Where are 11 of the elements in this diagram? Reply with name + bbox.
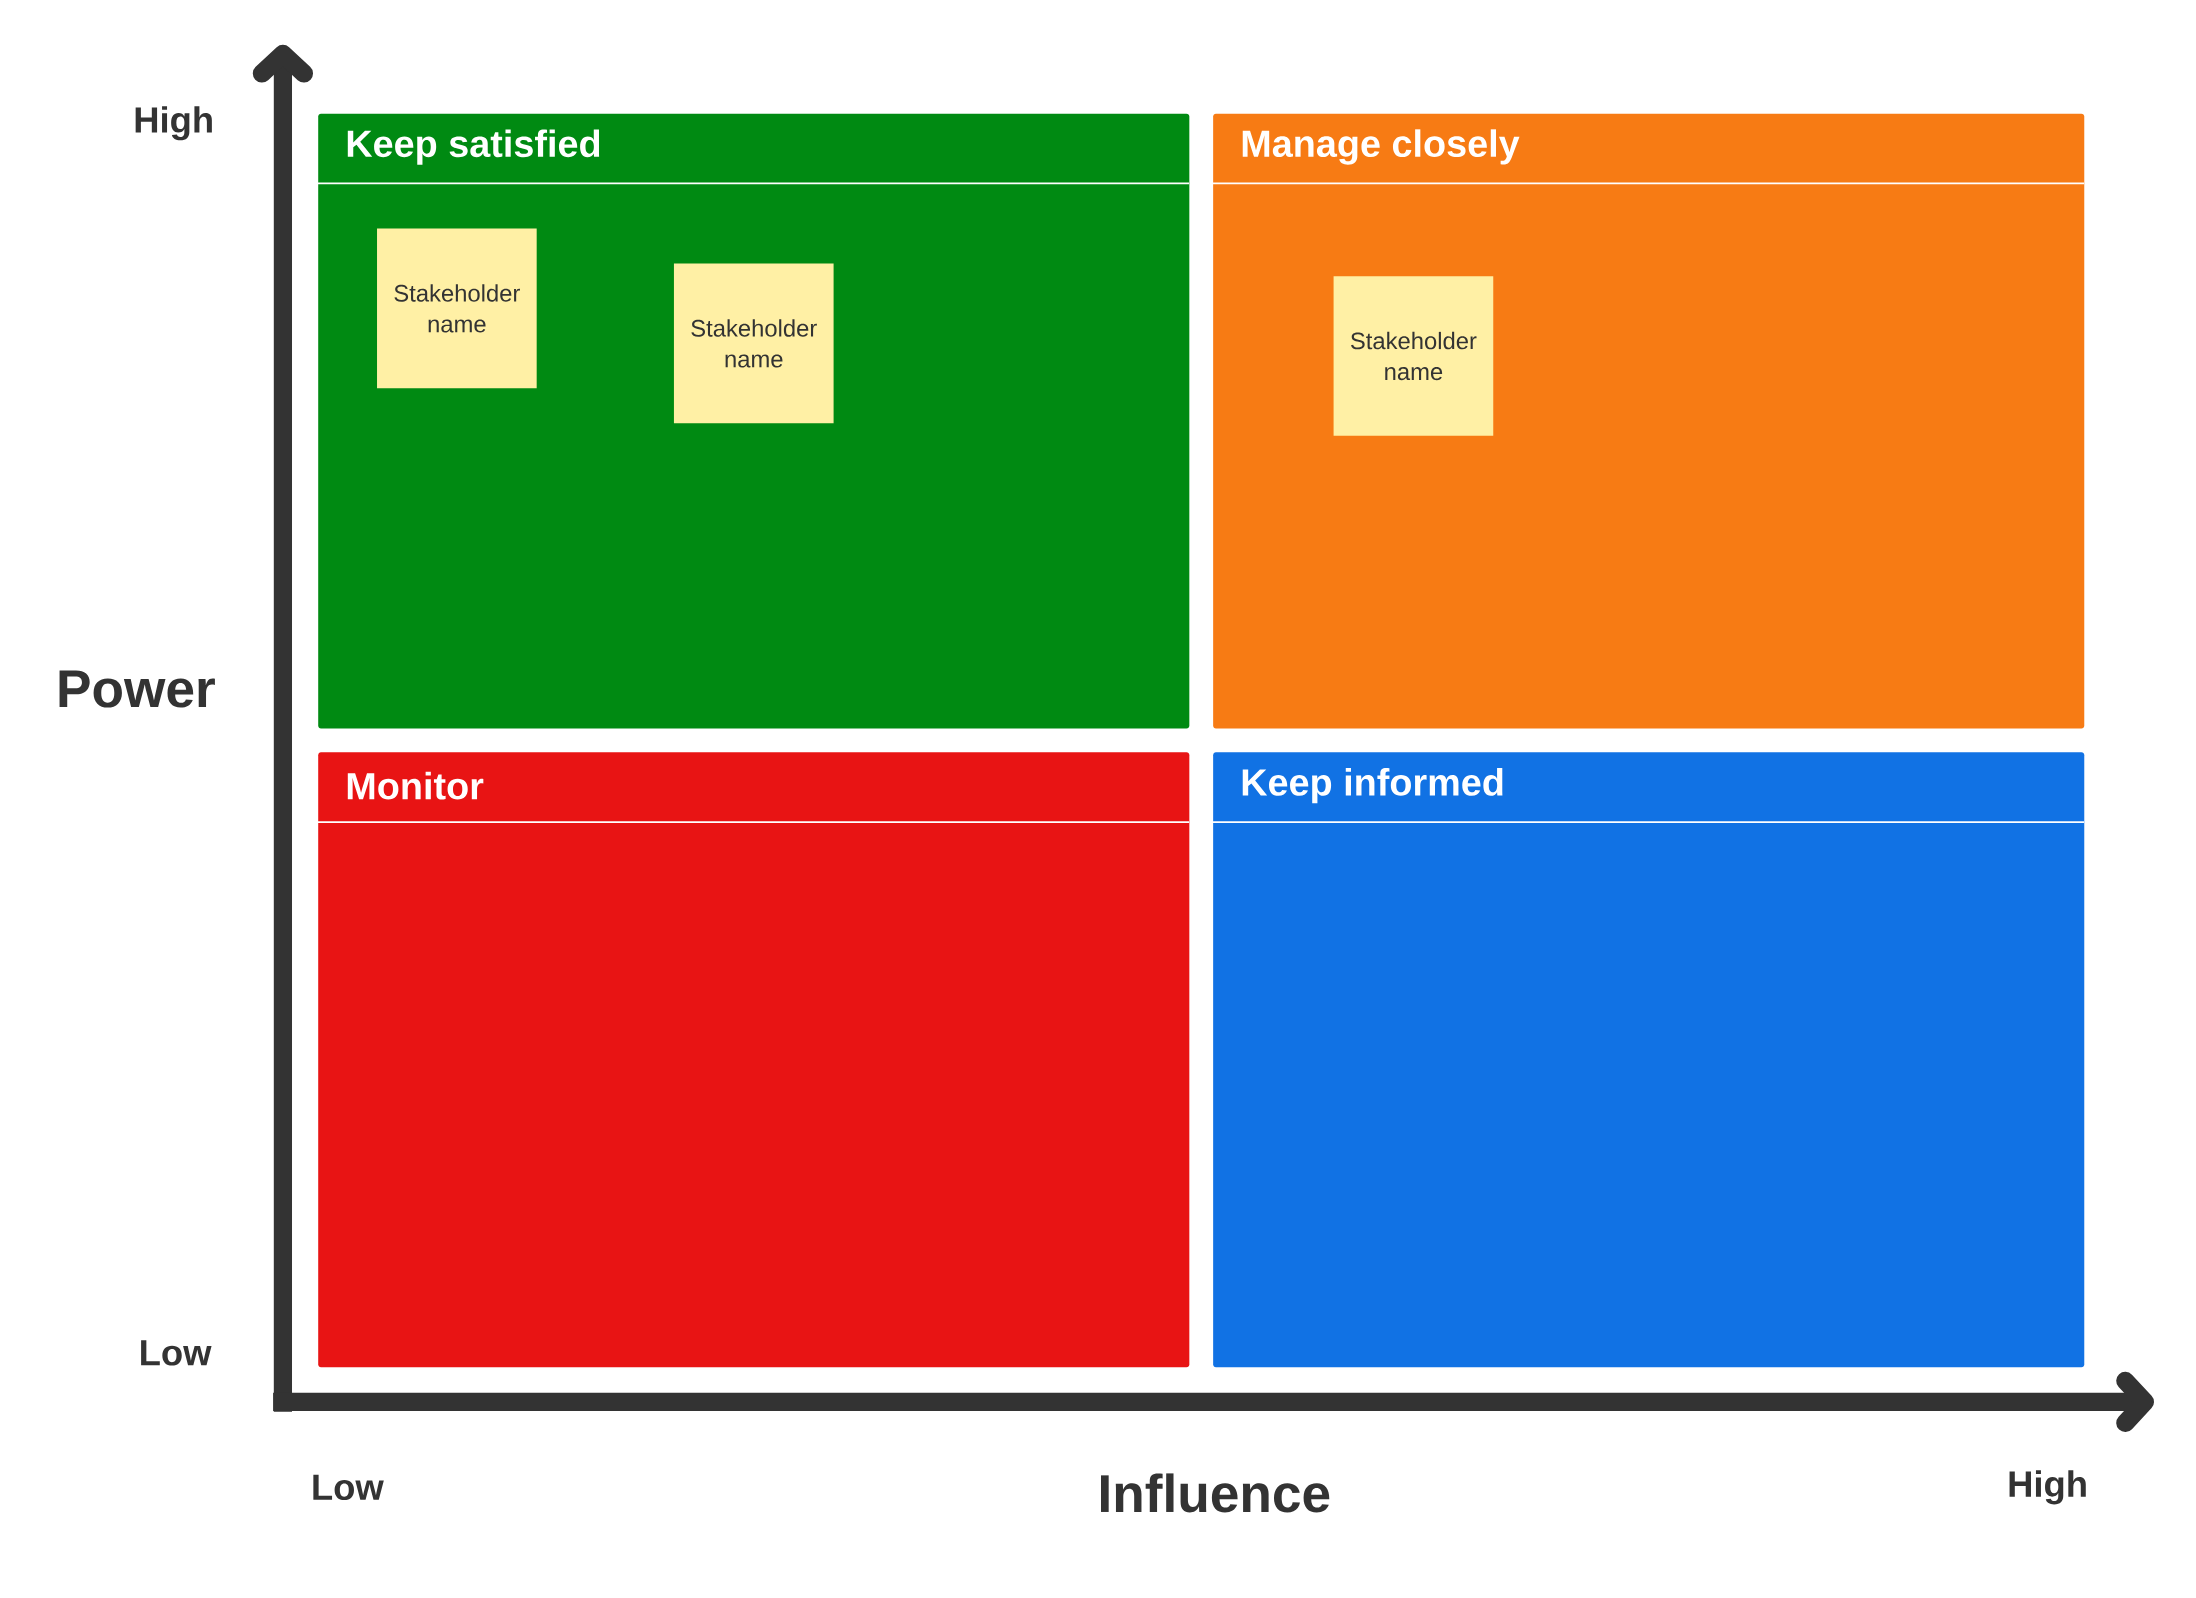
- axis-label: High: [2009, 1470, 2086, 1505]
- quadrant-box: Monitor: [317, 752, 1190, 1368]
- axis-label: Low: [313, 1474, 384, 1501]
- sticky-note: Stakeholder name: [1333, 276, 1494, 436]
- axis-title: Influence: [1101, 1473, 1330, 1513]
- axis-title: Power: [59, 670, 215, 708]
- axis-label: High: [135, 106, 212, 141]
- quadrant-box: Keep informed: [1212, 752, 2085, 1368]
- axis-label: Low: [141, 1340, 212, 1366]
- sticky-note: Stakeholder name: [377, 228, 537, 389]
- sticky-note: Stakeholder name: [673, 263, 834, 424]
